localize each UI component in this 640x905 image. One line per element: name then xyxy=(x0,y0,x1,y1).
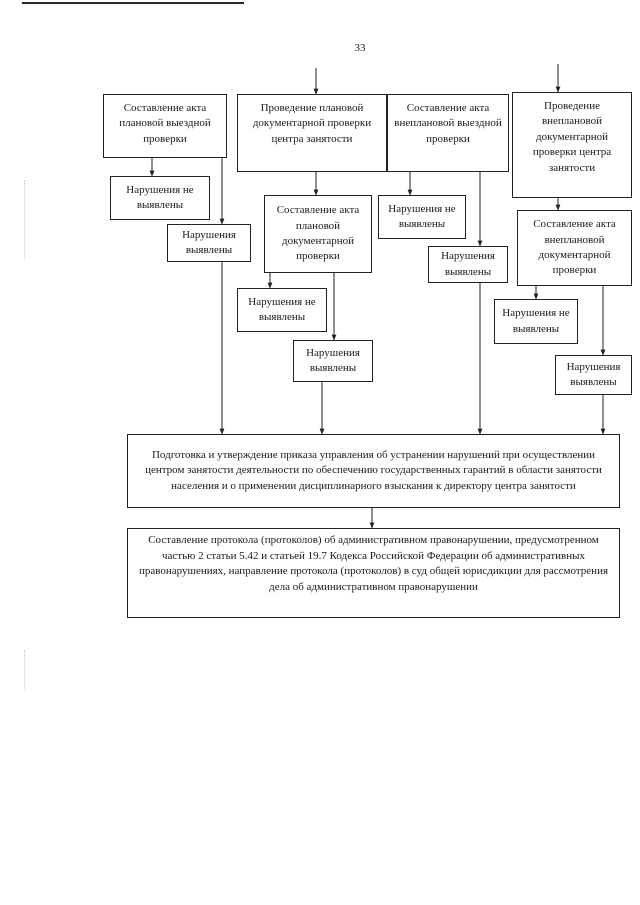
node-act-planned-field: Составление акта плановой выездной прове… xyxy=(103,94,227,158)
margin-marks xyxy=(24,650,27,690)
node-violations-2: Нарушения выявлены xyxy=(293,340,373,382)
node-act-unplanned-field: Составление акта внеплановой выездной пр… xyxy=(387,94,509,172)
node-planned-doc-check: Проведение плановой документарной провер… xyxy=(237,94,387,172)
margin-marks xyxy=(24,180,27,260)
node-no-violations-1: Нарушения не выявлены xyxy=(110,176,210,220)
node-act-unplanned-doc: Составление акта внеплановой документарн… xyxy=(517,210,632,286)
node-order-prep: Подготовка и утверждение приказа управле… xyxy=(127,434,620,508)
node-violations-1: Нарушения выявлены xyxy=(167,224,251,262)
node-act-planned-doc: Составление акта плановой документарной … xyxy=(264,195,372,273)
node-violations-4: Нарушения выявлены xyxy=(555,355,632,395)
node-protocol: Составление протокола (протоколов) об ад… xyxy=(127,528,620,618)
node-no-violations-2: Нарушения не выявлены xyxy=(237,288,327,332)
node-no-violations-4: Нарушения не выявлены xyxy=(494,299,578,344)
node-violations-3: Нарушения выявлены xyxy=(428,246,508,283)
node-no-violations-3: Нарушения не выявлены xyxy=(378,195,466,239)
node-unplanned-doc-check: Проведение внеплановой документарной про… xyxy=(512,92,632,198)
top-rule xyxy=(22,2,244,4)
page-number: 33 xyxy=(354,42,366,54)
